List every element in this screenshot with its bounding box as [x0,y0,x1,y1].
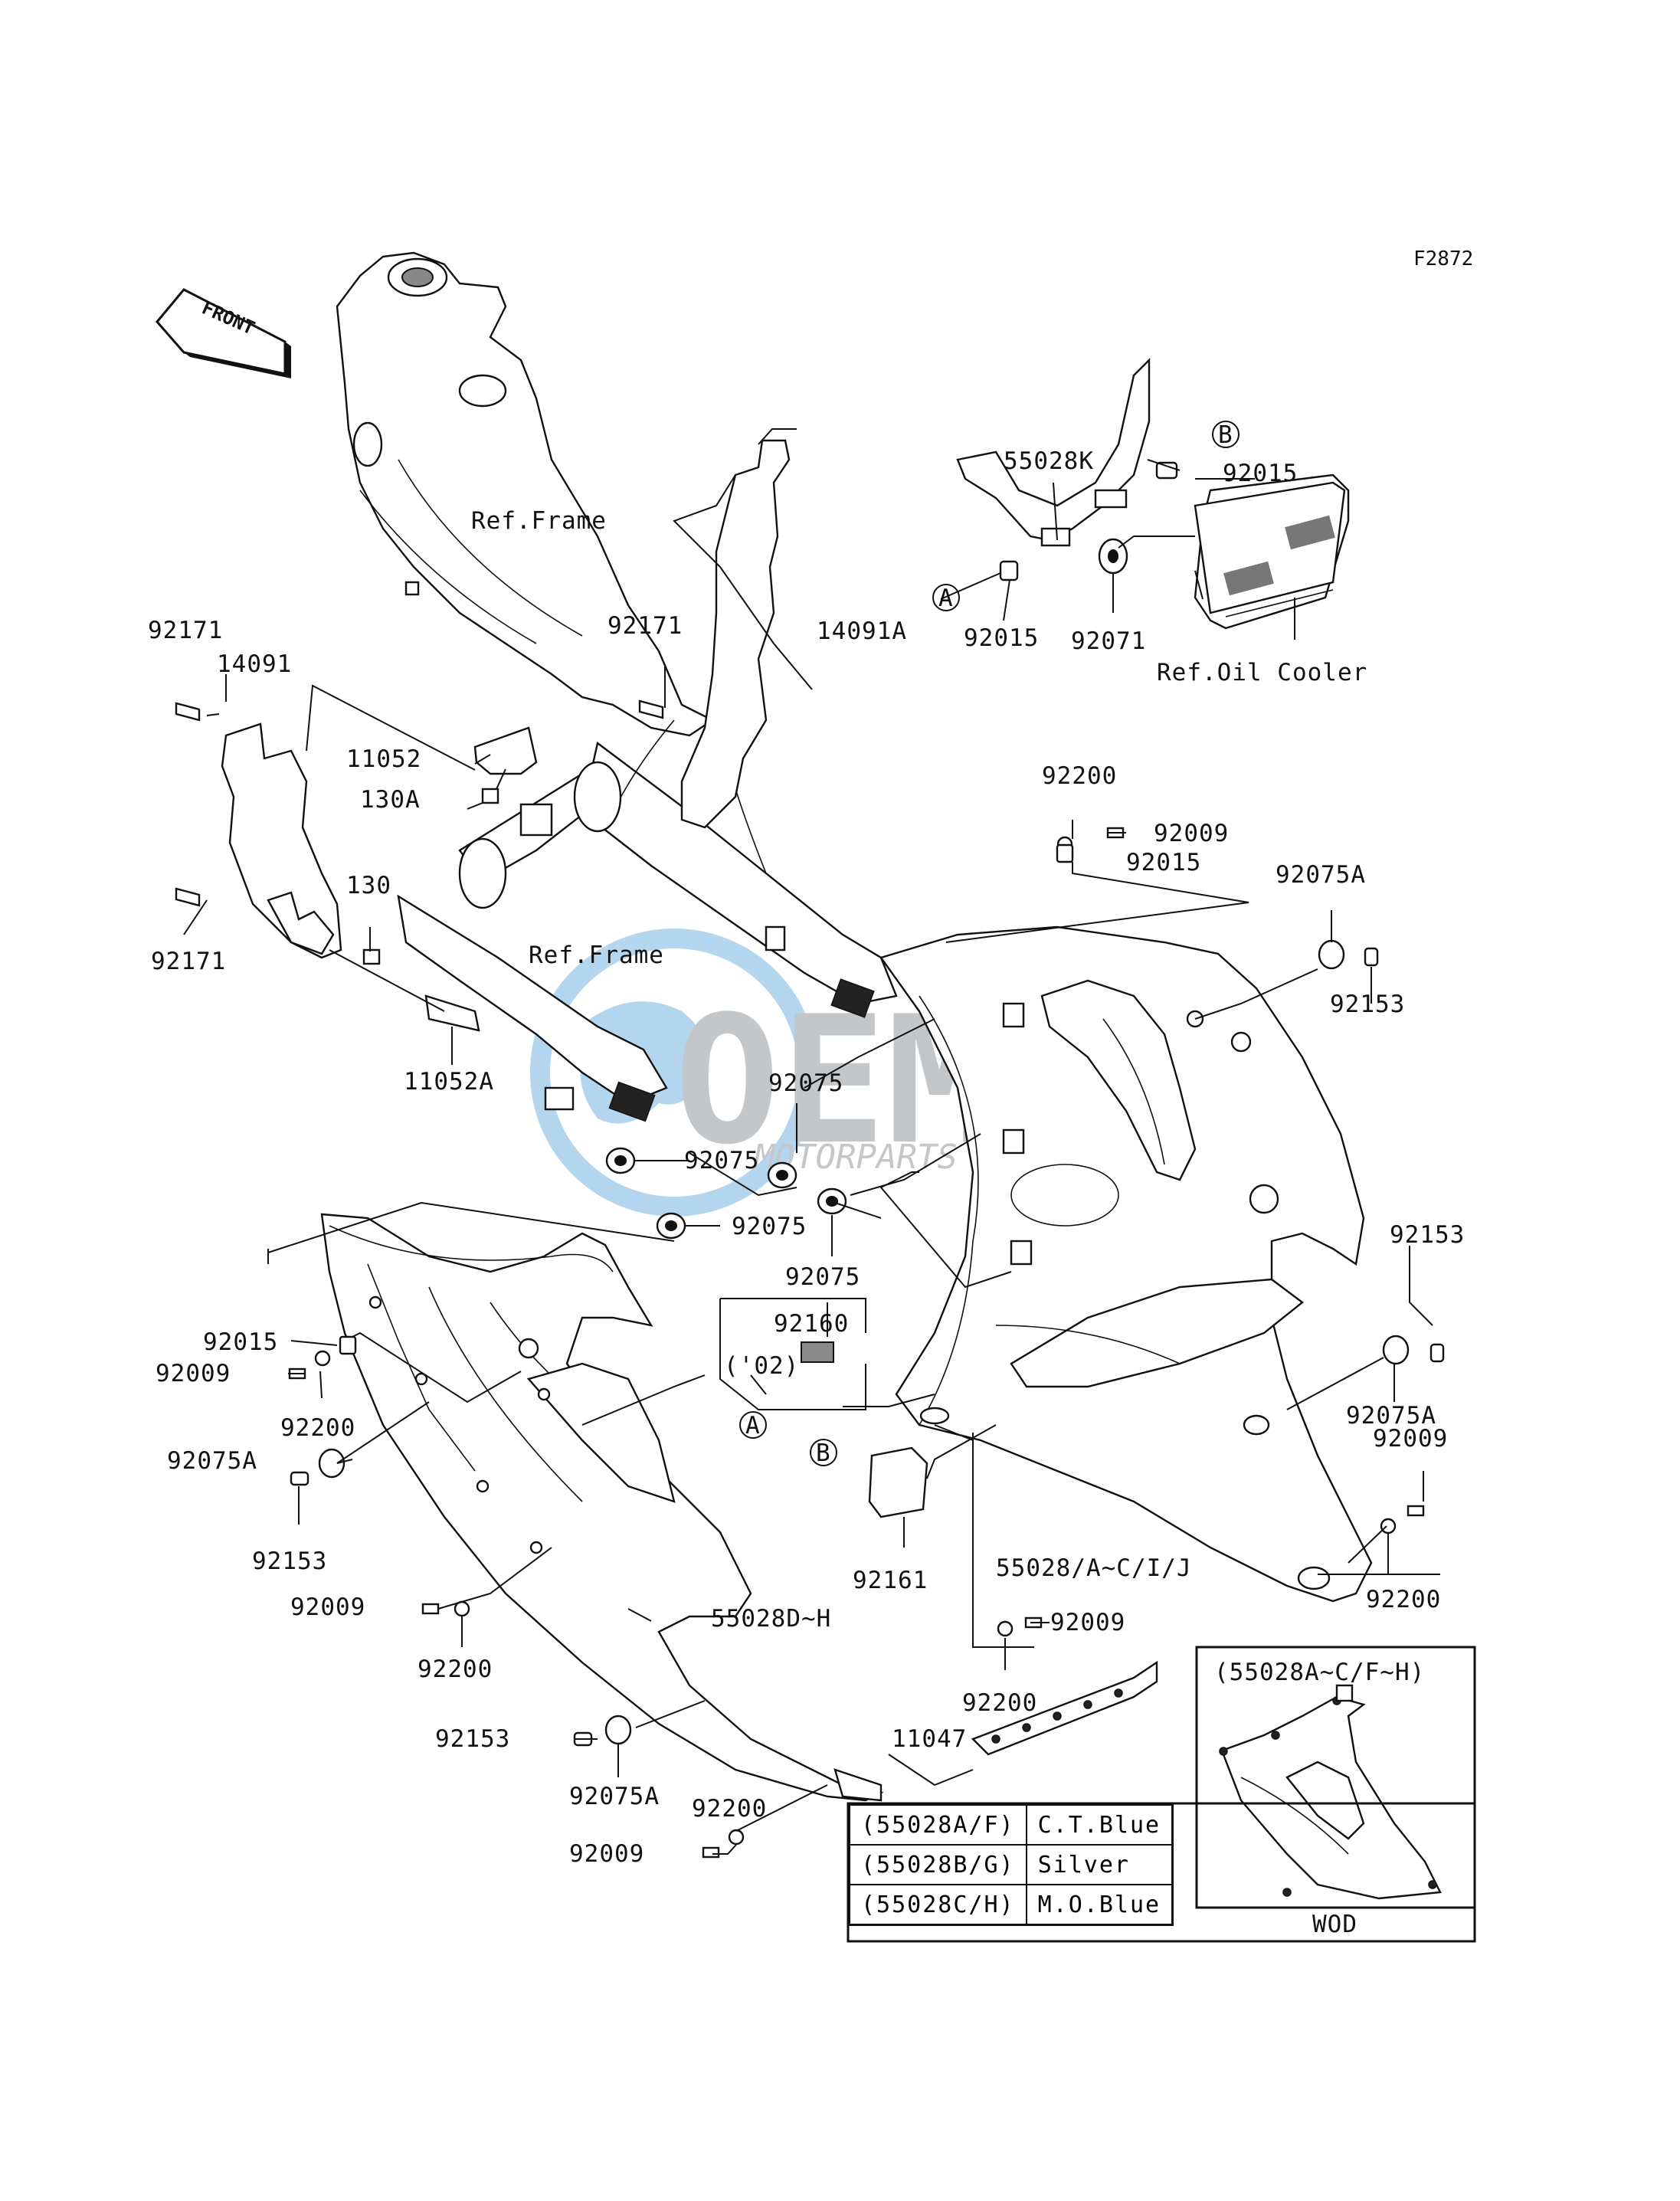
label-92200-bot: 92200 [692,1795,767,1823]
label-92161: 92161 [853,1567,928,1594]
label-92153-right-top: 92153 [1330,991,1405,1018]
label-92009-top: 92009 [1154,820,1229,847]
inset-wod: (55028A~C/F~H) WOD [1195,1646,1476,1938]
label-130A: 130A [360,786,421,814]
inset-caption: WOD [1312,1911,1357,1938]
callout-letter: B [816,1439,831,1467]
main-lower-fairing [879,925,1373,1603]
watermark-logo: OEM MOTORPARTS [530,929,992,1217]
label-02: ('02) [724,1352,799,1380]
label-92009-bot: 92009 [569,1840,644,1868]
table-row: (55028A/F) C.T.Blue [848,1803,1174,1846]
callout-b-mid: B [810,1439,837,1467]
front-arrow-icon: FRONT [156,288,291,378]
figure-code: F2872 [1413,247,1473,270]
label-55028D-H: 55028D~H [711,1605,831,1633]
label-92009-left2: 92009 [290,1593,365,1621]
label-92153-left: 92153 [252,1548,327,1575]
oil-cooler-assembly [956,358,1350,630]
label-55028-main: 55028/A~C/I/J [996,1554,1192,1582]
color-code: (55028B/G) [848,1844,1027,1885]
callout-a-top: A [932,584,960,612]
bracket-14091 [221,722,342,959]
label-92075-center: 92075 [768,1069,843,1097]
label-11052: 11052 [346,745,421,773]
label-92009-left: 92009 [156,1360,231,1387]
label-ref-oil-cooler: Ref.Oil Cooler [1157,659,1367,686]
left-lower-fairing [320,1213,884,1802]
label-92075A-left: 92075A [167,1447,257,1475]
inset-title: (55028A~C/F~H) [1214,1659,1425,1686]
label-92200-right: 92200 [1366,1586,1441,1613]
label-130: 130 [346,872,391,899]
label-92200-left2: 92200 [418,1656,493,1683]
color-code: (55028C/H) [848,1884,1027,1926]
label-92015-left: 92015 [203,1328,278,1356]
callout-letter: A [745,1412,761,1439]
color-name: Silver [1025,1844,1174,1885]
table-row: (55028B/G) Silver [848,1844,1174,1885]
label-92009-bot-mid: 92009 [1050,1609,1125,1636]
callout-letter: B [1218,421,1233,449]
label-92153-bot: 92153 [435,1725,510,1753]
bracket-14091A [680,439,791,829]
label-92075A-bot: 92075A [569,1783,660,1810]
label-92200-bot-mid: 92200 [962,1689,1037,1717]
label-92153-right: 92153 [1390,1221,1465,1249]
label-92071: 92071 [1071,627,1146,655]
fasteners [175,699,1445,1859]
label-55028K: 55028K [1004,447,1094,475]
label-92171-left-bot: 92171 [151,948,226,975]
label-92075A-right: 92075A [1346,1402,1436,1430]
label-92009-right: 92009 [1373,1425,1448,1453]
label-92075-mid: 92075 [732,1213,807,1240]
color-name: M.O.Blue [1025,1884,1174,1926]
label-92171-mid: 92171 [607,612,683,640]
label-92075-lower: 92075 [785,1263,860,1291]
callout-letter: A [938,585,954,612]
color-code: (55028A/F) [848,1803,1027,1846]
color-name: C.T.Blue [1025,1803,1174,1846]
callout-b-top: B [1212,421,1240,449]
label-92075A-right-top: 92075A [1276,861,1366,889]
part-labels: Ref.Frame Ref.Frame Ref.Oil Cooler 55028… [148,447,1465,1868]
label-92015-a: 92015 [964,624,1039,652]
label-92075-left: 92075 [684,1147,759,1174]
label-11047: 11047 [892,1725,967,1753]
leader-lines [183,428,1440,1855]
label-92171-left-top: 92171 [148,617,223,644]
label-14091: 14091 [217,650,292,678]
label-92200-left: 92200 [280,1414,355,1442]
frame-illustration [336,251,898,1122]
label-92015-top: 92015 [1126,849,1201,876]
label-ref-frame-mid: Ref.Frame [529,942,664,969]
label-92160: 92160 [774,1310,849,1338]
label-ref-frame-top: Ref.Frame [471,507,607,535]
color-table: (55028A/F) C.T.Blue (55028B/G) Silver (5… [848,1803,1174,1926]
callout-a-mid: A [739,1411,767,1439]
label-14091A: 14091A [817,617,907,645]
label-92200-top: 92200 [1042,762,1117,790]
label-92015-b: 92015 [1223,460,1298,487]
table-row: (55028C/H) M.O.Blue [848,1884,1174,1926]
label-11052A: 11052A [404,1068,494,1096]
